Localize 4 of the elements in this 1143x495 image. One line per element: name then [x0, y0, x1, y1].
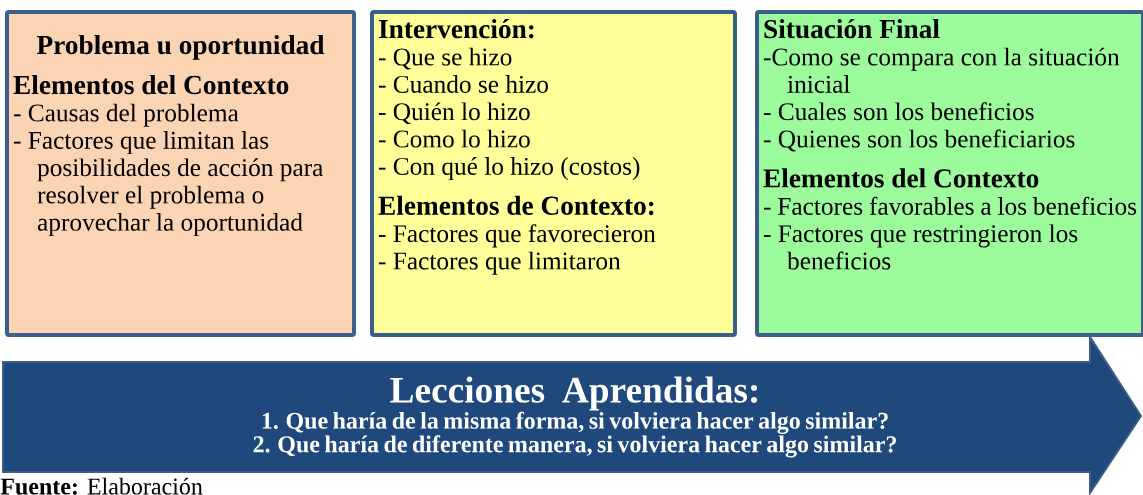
- text-box: Problema u oportunidad Elementos del Contexto - Causas del problema - Factores que limitan las posibilidades de acción para resolver el problema o aprovechar la oportunidad: [5, 10, 356, 337]
- source-note: Fuente: Elaboración: [0, 477, 203, 495]
- text-box: Situación Final -Como se compara con la situación inicial - Cuales son los beneficios - Quienes son los beneficiarios Elementos del Contexto - Factores favorables a los beneficios - Factores que restringieron los beneficios: [755, 10, 1143, 337]
- text-box: Intervención: - Que se hizo - Cuando se hizo - Quién lo hizo - Como lo hizo - Con qué lo hizo (costos) Elementos de Contexto: - Factores que favorecieron - Factores que limitaron: [370, 10, 737, 337]
